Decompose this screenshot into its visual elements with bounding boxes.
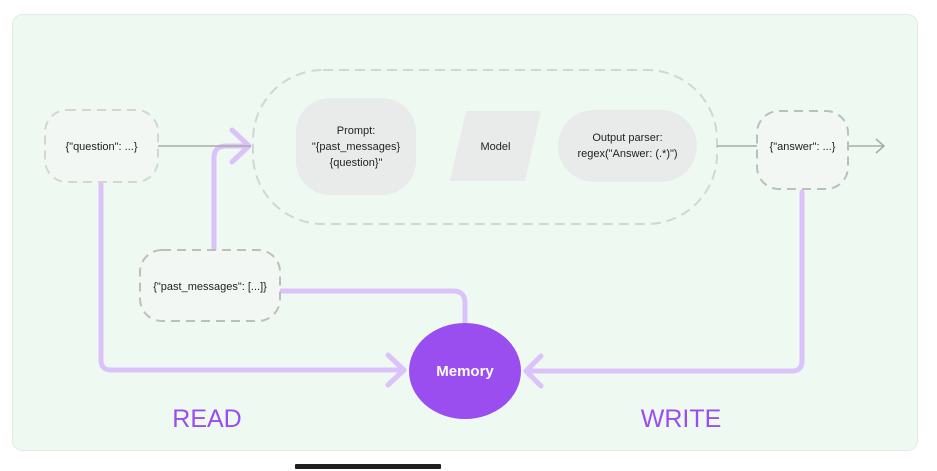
memory-node bbox=[409, 323, 521, 419]
past-messages-node bbox=[139, 249, 281, 322]
read-flow-arrowhead bbox=[385, 352, 407, 388]
prompt-line-3: {question}" bbox=[330, 157, 383, 169]
memory-label: Memory bbox=[436, 363, 494, 380]
prompt-line-1: Prompt: bbox=[337, 125, 376, 137]
read-label: READ bbox=[172, 405, 241, 433]
diagram-panel bbox=[12, 14, 918, 451]
model-node bbox=[450, 111, 541, 181]
prompt-node bbox=[296, 98, 416, 195]
question-input-node bbox=[44, 109, 159, 183]
answer-output-label: {"answer": ...} bbox=[770, 141, 836, 153]
write-flow-arrowhead bbox=[523, 353, 544, 389]
output-parser-line-2: regex("Answer: (.*)") bbox=[577, 148, 677, 160]
write-flow-line bbox=[527, 189, 805, 374]
memory-to-past-messages-line bbox=[277, 288, 468, 327]
question-input-label: {"question": ...} bbox=[65, 141, 137, 153]
past-messages-label: {"past_messages": [...]} bbox=[153, 281, 267, 293]
answer-output-node bbox=[756, 110, 849, 190]
final-output-arrowhead bbox=[875, 138, 886, 154]
horizontal-scrollbar-thumb[interactable] bbox=[295, 464, 441, 469]
write-label: WRITE bbox=[641, 405, 722, 433]
prompt-line-2: "{past_messages} bbox=[312, 141, 401, 153]
chain-container bbox=[252, 69, 718, 225]
read-flow-line bbox=[98, 179, 403, 373]
output-parser-node bbox=[558, 110, 697, 182]
model-label: Model bbox=[481, 141, 511, 153]
output-parser-line-1: Output parser: bbox=[592, 132, 662, 144]
